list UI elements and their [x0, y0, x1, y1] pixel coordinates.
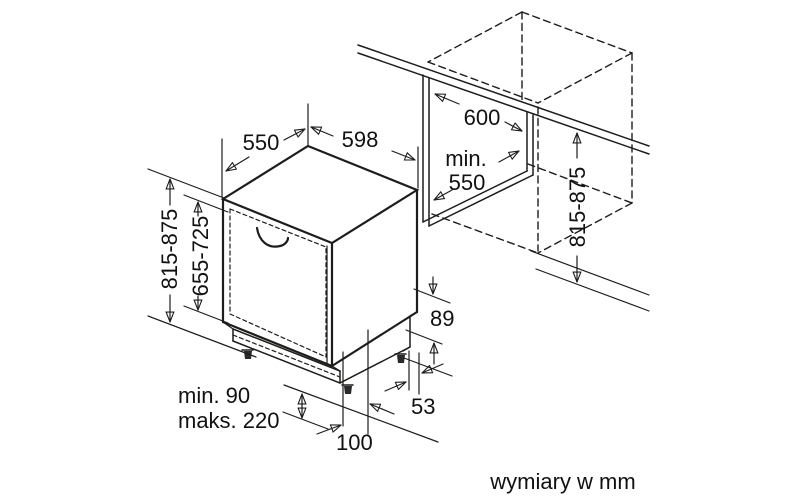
dim-plinth-min-max: min. 90 maks. 220	[178, 383, 329, 433]
label-rear-clearance-depth: 53	[411, 394, 435, 419]
dim-niche-depth-min-550: min. 550	[434, 146, 519, 200]
dim-height-right: 815-875	[565, 132, 590, 283]
label-niche-width: 600	[464, 105, 501, 130]
label-plinth-min: min. 90	[178, 383, 250, 408]
label-top-depth: 550	[243, 130, 280, 155]
toe-kick	[222, 311, 418, 384]
dishwasher-door	[229, 208, 327, 358]
label-niche-depth-value: 550	[449, 170, 486, 195]
label-foot-setback: 100	[336, 430, 373, 455]
label-front-width: 598	[342, 127, 379, 152]
countertop	[357, 44, 650, 155]
niche-clearance-dashed-box	[427, 11, 633, 254]
dishwasher-outline	[220, 144, 420, 368]
label-left-height-range: 815-875	[157, 209, 182, 290]
dim-rear-89: 89	[405, 276, 454, 365]
dim-niche-width-600: 600	[435, 93, 522, 131]
label-rear-clearance-height: 89	[430, 306, 454, 331]
door-handle	[255, 226, 290, 248]
dim-door-height: 655-725	[183, 194, 229, 324]
niche-side-panel	[422, 74, 534, 227]
label-door-height-range: 655-725	[188, 216, 213, 297]
dim-top-depth-550: 550	[221, 103, 309, 198]
dim-foot-setback-100: 100	[316, 329, 395, 455]
dim-width-598: 598	[311, 126, 419, 189]
units-note: wymiary w mm	[489, 469, 635, 494]
label-right-height-range: 815-875	[565, 167, 590, 248]
label-niche-depth-min: min.	[445, 146, 487, 171]
label-plinth-max: maks. 220	[178, 408, 280, 433]
dim-height-left: 815-875	[147, 168, 257, 358]
adjustable-feet	[241, 349, 407, 394]
dim-rear-53: 53	[384, 350, 444, 419]
